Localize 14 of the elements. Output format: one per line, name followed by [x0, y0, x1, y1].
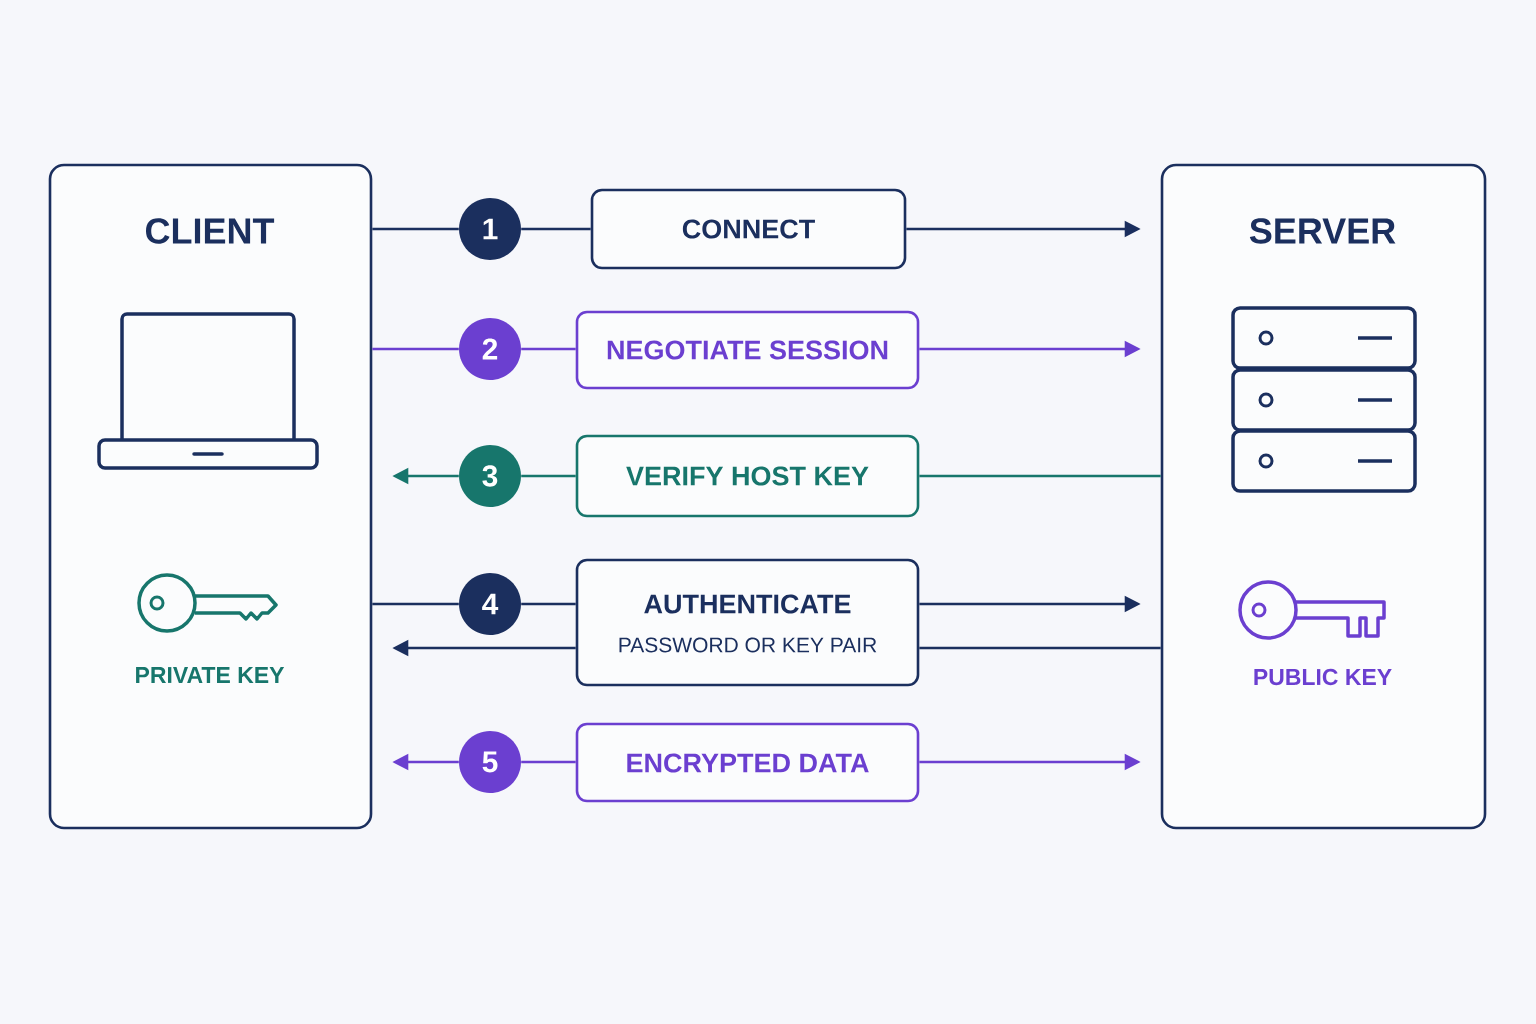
step-box: CONNECT — [590, 188, 907, 270]
panel-title: SERVER — [1249, 218, 1396, 244]
step-box: VERIFY HOST KEY — [575, 434, 920, 518]
panel-title: CLIENT — [146, 218, 275, 244]
step-number: 4 — [459, 573, 521, 635]
step-number: 5 — [459, 731, 521, 793]
step-number: 2 — [459, 318, 521, 380]
step-number: 1 — [459, 198, 521, 260]
step-box: NEGOTIATE SESSION — [575, 310, 920, 390]
step-box: AUTHENTICATE PASSWORD OR KEY PAIR — [575, 558, 920, 687]
step-box: ENCRYPTED DATA — [575, 722, 920, 803]
key-label: PUBLIC KEY — [1254, 668, 1392, 686]
step-number: 3 — [459, 445, 521, 507]
key-label: PRIVATE KEY — [136, 667, 285, 683]
